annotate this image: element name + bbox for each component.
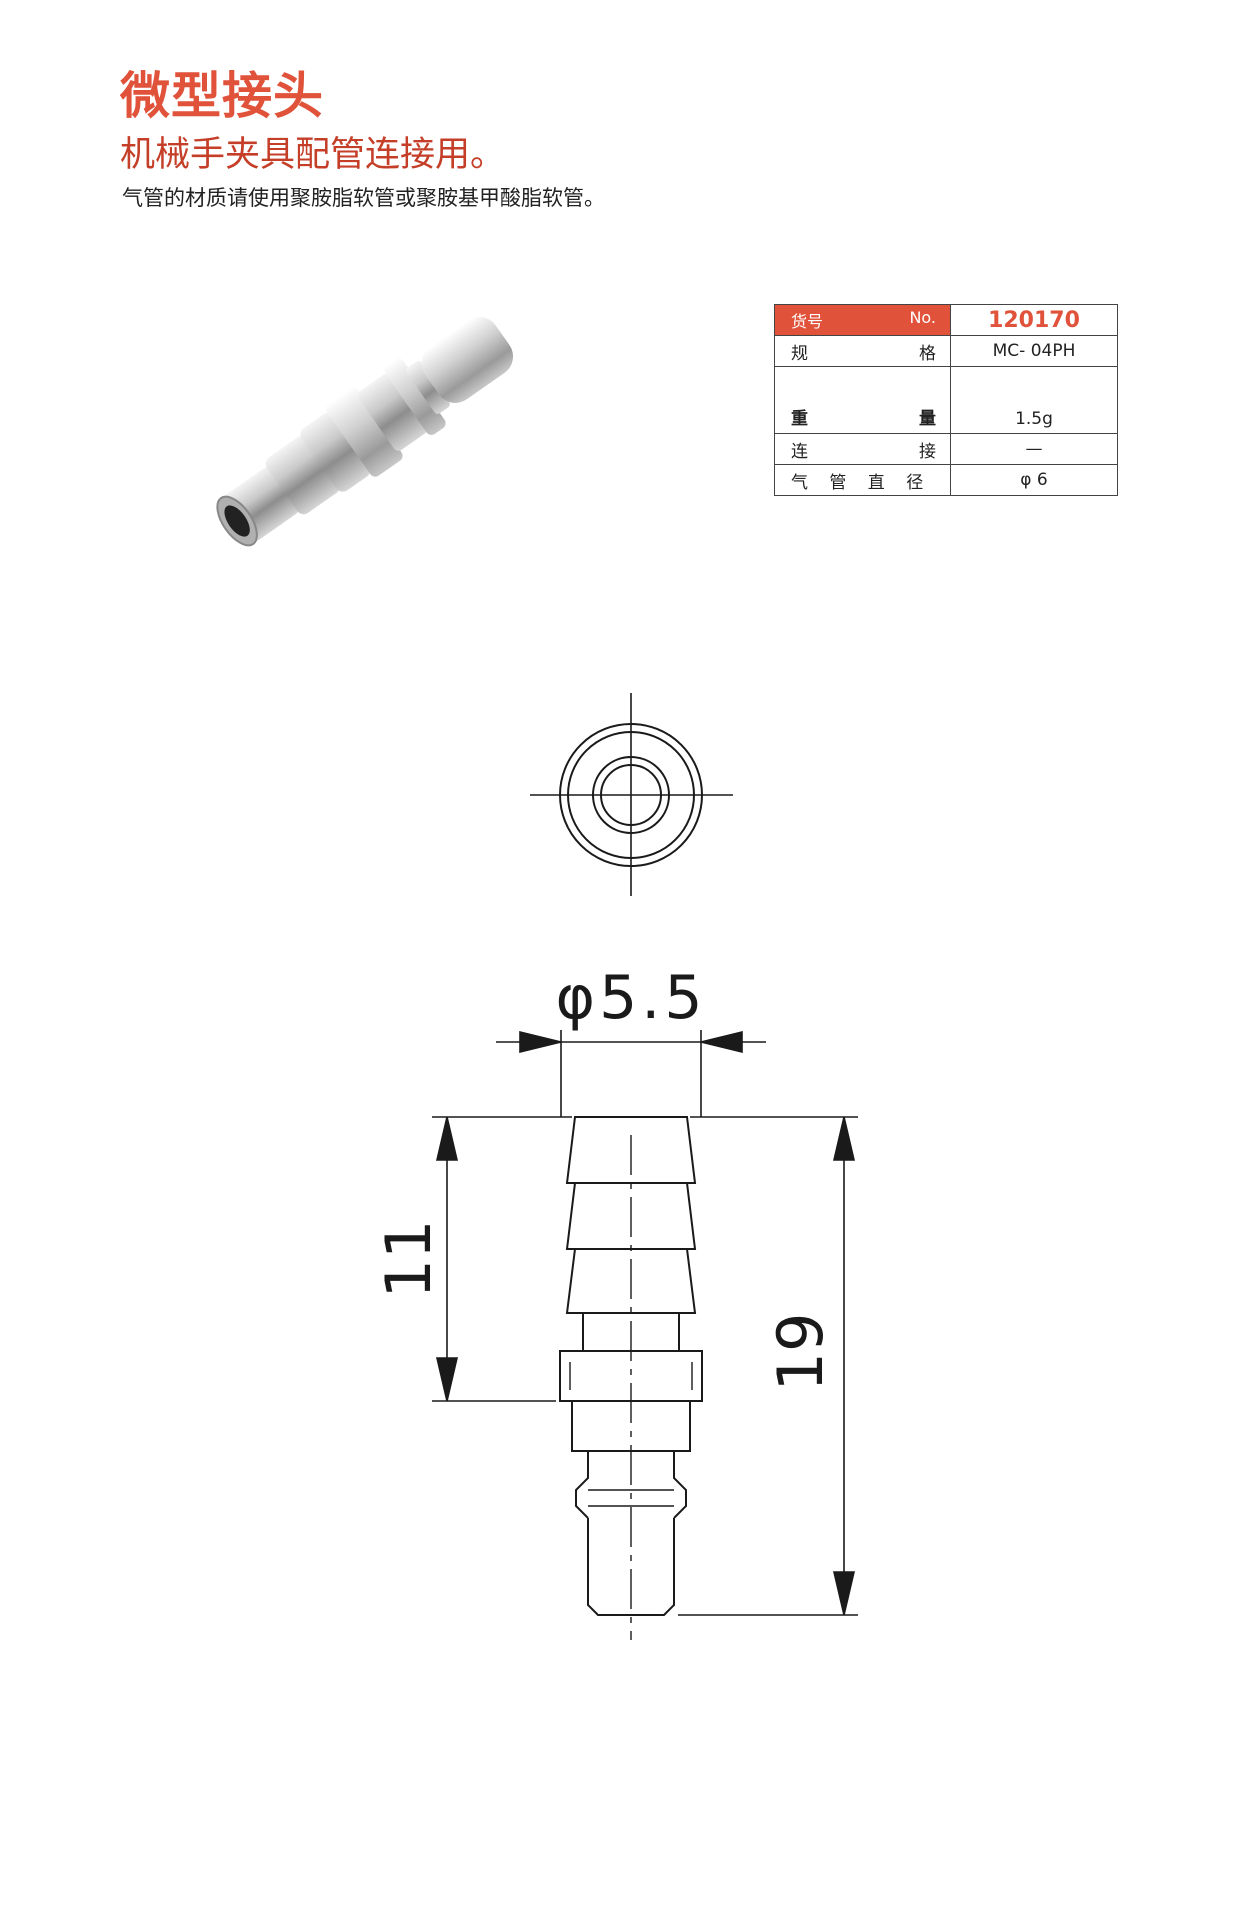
- dim-11: [432, 1116, 572, 1402]
- product-photo: [216, 316, 514, 547]
- diameter-dimension: [496, 1030, 766, 1117]
- product-no-value: 120170: [950, 304, 1118, 336]
- connection-label-1: 连: [791, 441, 808, 462]
- diameter-label: φ5.5: [556, 963, 707, 1033]
- usage-note: 气管的材质请使用聚胺脂软管或聚胺基甲酸脂软管。: [122, 186, 605, 210]
- spec-row-connection: 连 接 —: [774, 433, 1118, 465]
- product-no-label: 货号: [791, 312, 824, 331]
- connection-label-2: 接: [919, 441, 936, 462]
- model-value: MC- 04PH: [950, 335, 1118, 367]
- no-label: No.: [909, 308, 936, 327]
- tip: [587, 1518, 675, 1616]
- barb-section: [565, 1116, 697, 1351]
- page-title: 微型接头: [120, 67, 324, 125]
- dim-11-label: 11: [372, 1220, 445, 1299]
- weight-label-2: 量: [919, 409, 936, 429]
- spec-table: 货号 No. 120170 规 格 MC- 04PH 重 量 1.5g 连 接: [774, 304, 1118, 496]
- page-subtitle: 机械手夹具配管连接用。: [120, 135, 506, 175]
- spec-row-product-no: 货号 No. 120170: [774, 304, 1118, 336]
- tube-diameter-label: 气 管 直 径: [774, 464, 951, 496]
- tube-diameter-value: φ 6: [950, 464, 1118, 496]
- spec-row-weight: 重 量 1.5g: [774, 366, 1118, 434]
- end-view: [530, 693, 733, 896]
- model-label-2: 格: [919, 343, 936, 364]
- spec-row-tube-diameter: 气 管 直 径 φ 6: [774, 464, 1118, 496]
- dim-19-label: 19: [764, 1313, 837, 1392]
- weight-label-1: 重: [791, 409, 808, 429]
- weight-value: 1.5g: [950, 366, 1118, 434]
- collar: [559, 1350, 703, 1402]
- spec-row-model: 规 格 MC- 04PH: [774, 335, 1118, 367]
- dim-19: [678, 1116, 858, 1616]
- model-label-1: 规: [791, 343, 808, 364]
- connection-value: —: [950, 433, 1118, 465]
